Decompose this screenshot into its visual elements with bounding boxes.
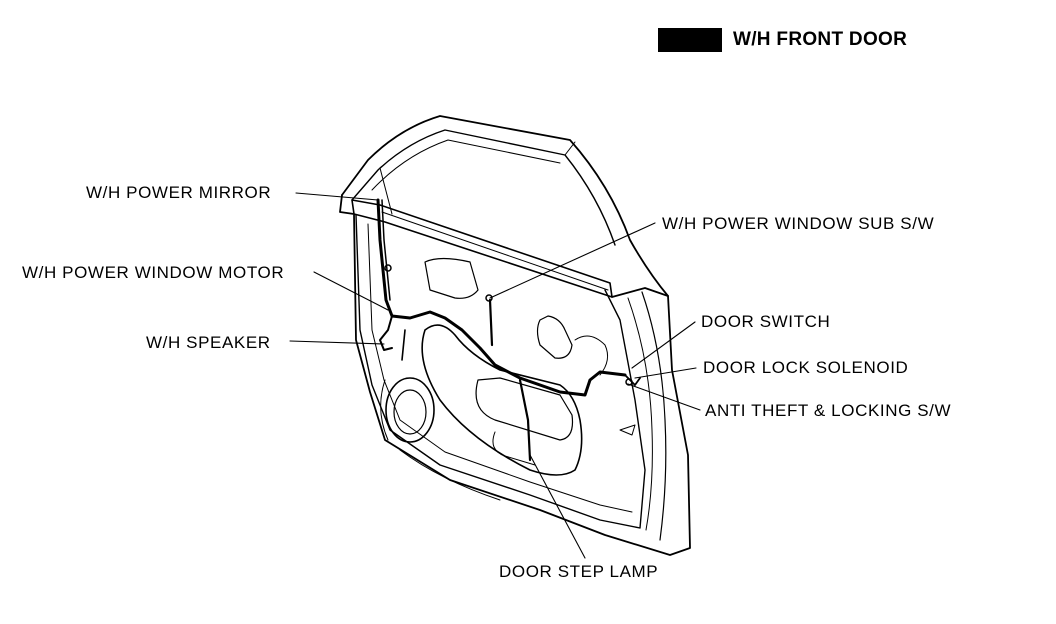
label-door-lock-solenoid: DOOR LOCK SOLENOID	[703, 358, 909, 377]
label-power-window-sub-sw: W/H POWER WINDOW SUB S/W	[662, 214, 935, 233]
leader-power-window-motor	[313, 271, 389, 311]
label-door-switch: DOOR SWITCH	[701, 312, 831, 331]
leader-speaker	[289, 340, 385, 345]
leader-power-window-sub-sw	[489, 222, 656, 299]
speaker-inner	[393, 389, 427, 435]
label-power-window-motor: W/H POWER WINDOW MOTOR	[22, 263, 285, 282]
label-power-mirror: W/H POWER MIRROR	[86, 183, 272, 202]
window-frame-outer	[341, 115, 669, 297]
inner-panel	[355, 214, 646, 529]
wiring-harness	[376, 198, 627, 397]
leader-door-switch	[631, 321, 696, 369]
page-title: W/H FRONT DOOR	[733, 29, 908, 50]
leader-door-lock-solenoid	[634, 367, 697, 379]
label-speaker: W/H SPEAKER	[146, 333, 271, 352]
armrest	[421, 324, 583, 476]
leader-power-mirror	[295, 192, 379, 201]
label-door-step-lamp: DOOR STEP LAMP	[499, 562, 659, 581]
leader-anti-theft	[627, 383, 701, 411]
label-anti-theft-locking-sw: ANTI THEFT & LOCKING S/W	[705, 401, 952, 420]
window-frame-glass-edge	[371, 139, 561, 191]
door-outer-skin	[339, 194, 691, 556]
window-channel	[351, 199, 613, 298]
title-badge	[658, 28, 722, 52]
leader-door-step-lamp	[529, 454, 586, 559]
regulator-plate	[424, 257, 479, 299]
speaker-outer	[385, 377, 435, 443]
